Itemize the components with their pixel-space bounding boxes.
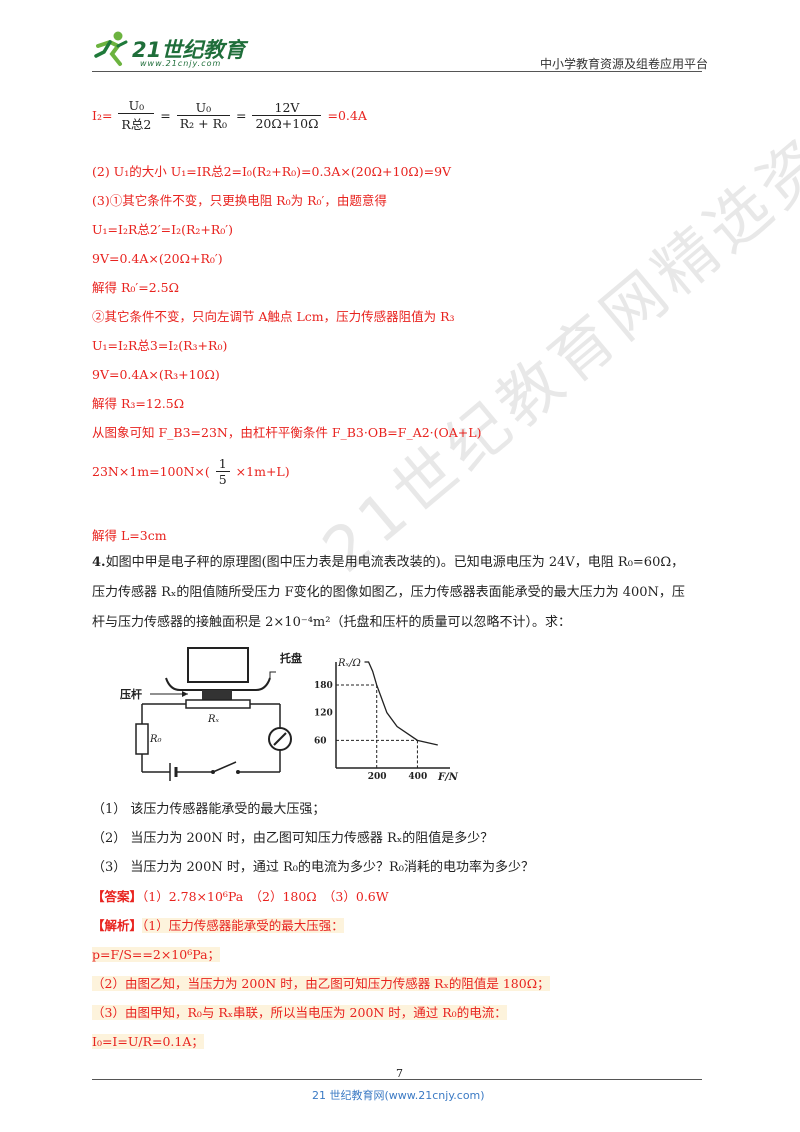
header-rule [92,71,702,72]
logo-text: 21世纪教育 [132,38,246,62]
y-tick-label: 180 [314,681,333,691]
footer-rule [92,1079,702,1080]
solution-line: 9V=0.4A×(R₃+10Ω) [92,367,220,382]
chart-ylabel: Rₓ/Ω [337,658,361,669]
analysis-row-2: p=F/S==2×10⁶Pa； [92,947,221,962]
solution-line: (3)①其它条件不变，只更换电阻 R₀为 R₀′，由题意得 [92,193,387,208]
switch [212,761,237,773]
x-tick-label: 200 [368,772,387,782]
analysis-row-5: I₀=I=U/R=0.1A； [92,1034,204,1049]
y-tick-label: 120 [314,709,333,719]
solution-line: (2) U₁的大小 U₁=IR总2=I₀(R₂+R₀)=0.3A×(20Ω+10… [92,164,452,179]
solution-line: ②其它条件不变，只向左调节 A触点 Lcm，压力传感器阻值为 R₃ [92,309,455,324]
answer-label: 【答案】 [92,889,143,904]
problem-line-1: 4.如图中甲是电子秤的原理图(图中压力表是用电流表改装的)。已知电源电压为 24… [92,555,685,570]
analysis-row-3: （2）由图乙知，当压力为 200N 时，由乙图可知压力传感器 Rₓ的阻值是 18… [92,976,550,991]
solution-line: U₁=I₂R总2′=I₂(R₂+R₀′) [92,222,234,237]
y-tick-label: 60 [314,736,327,746]
header-logo: 21世纪教育 www.21cnjy.com [92,30,252,72]
watermark: 21世纪教育网精选资料 [308,78,800,587]
problem-line-2: 压力传感器 Rₓ的阻值随所受压力 F变化的图像如图乙，压力传感器表面能承受的最大… [92,585,685,600]
label-r0: R₀ [149,734,162,745]
footer-site: 21 世纪教育网(www.21cnjy.com) [312,1089,485,1102]
platform-name: 中小学教育资源及组卷应用平台 [540,57,709,71]
solution-line: 解得 R₃=12.5Ω [92,396,185,411]
solution-line: 9V=0.4A×(20Ω+R₀′) [92,251,223,266]
analysis-row-4: （3）由图甲知，R₀与 Rₓ串联，所以当电压为 200N 时，通过 R₀的电流： [92,1005,507,1020]
sensor-rx [185,699,251,709]
chart-xlabel: F/N [437,772,459,782]
runner-logo-icon [94,31,128,66]
question-1: （1） 该压力传感器能承受的最大压强； [92,802,326,817]
page-number: 7 [396,1067,403,1080]
solution-line: 从图象可知 F_B3=23N，由杠杆平衡条件 F_B3·OB=F_A2·(OA+… [92,425,482,440]
question-3: （3） 当压力为 200N 时，通过 R₀的电流为多少？R₀消耗的电功率为多少？ [92,860,534,875]
pressure-block [202,690,232,700]
label-rx: Rₓ [207,714,220,725]
formula-lhs: I₂= [92,108,113,123]
answer-text: （1）2.78×10⁶Pa （2）180Ω （3）0.6W [142,889,389,904]
problem-line-3: 杆与压力传感器的接触面积是 2×10⁻⁴m²（托盘和压杆的质量可以忽略不计）。求… [92,615,571,630]
rx-vs-force-chart: Rₓ/Ω F/N 200 400 180 120 60 [314,658,459,782]
question-2: （2） 当压力为 200N 时，由乙图可知压力传感器 Rₓ的阻值是多少？ [92,831,494,846]
analysis-label: 【解析】 [92,918,143,933]
solution-line: U₁=I₂R总3=I₂(R₃+R₀) [92,338,228,353]
label-rod: 压杆 [120,687,142,701]
analysis-row-1: 【解析】（1）压力传感器能承受的最大压强： [92,918,344,933]
solution-line: 解得 R₀′=2.5Ω [92,280,179,295]
answer-l: 解得 L=3cm [92,528,167,543]
answer-row: 【答案】（1）2.78×10⁶Pa （2）180Ω （3）0.6W [92,889,389,905]
circuit-diagram: 托盘 压杆 Rₓ R₀ [120,647,302,781]
rx-curve [364,661,438,746]
scale-weight-box [187,647,249,683]
resistor-r0 [135,723,149,755]
label-tray: 托盘 [280,651,302,665]
x-tick-label: 400 [408,772,427,782]
logo-url: www.21cnjy.com [140,59,222,68]
